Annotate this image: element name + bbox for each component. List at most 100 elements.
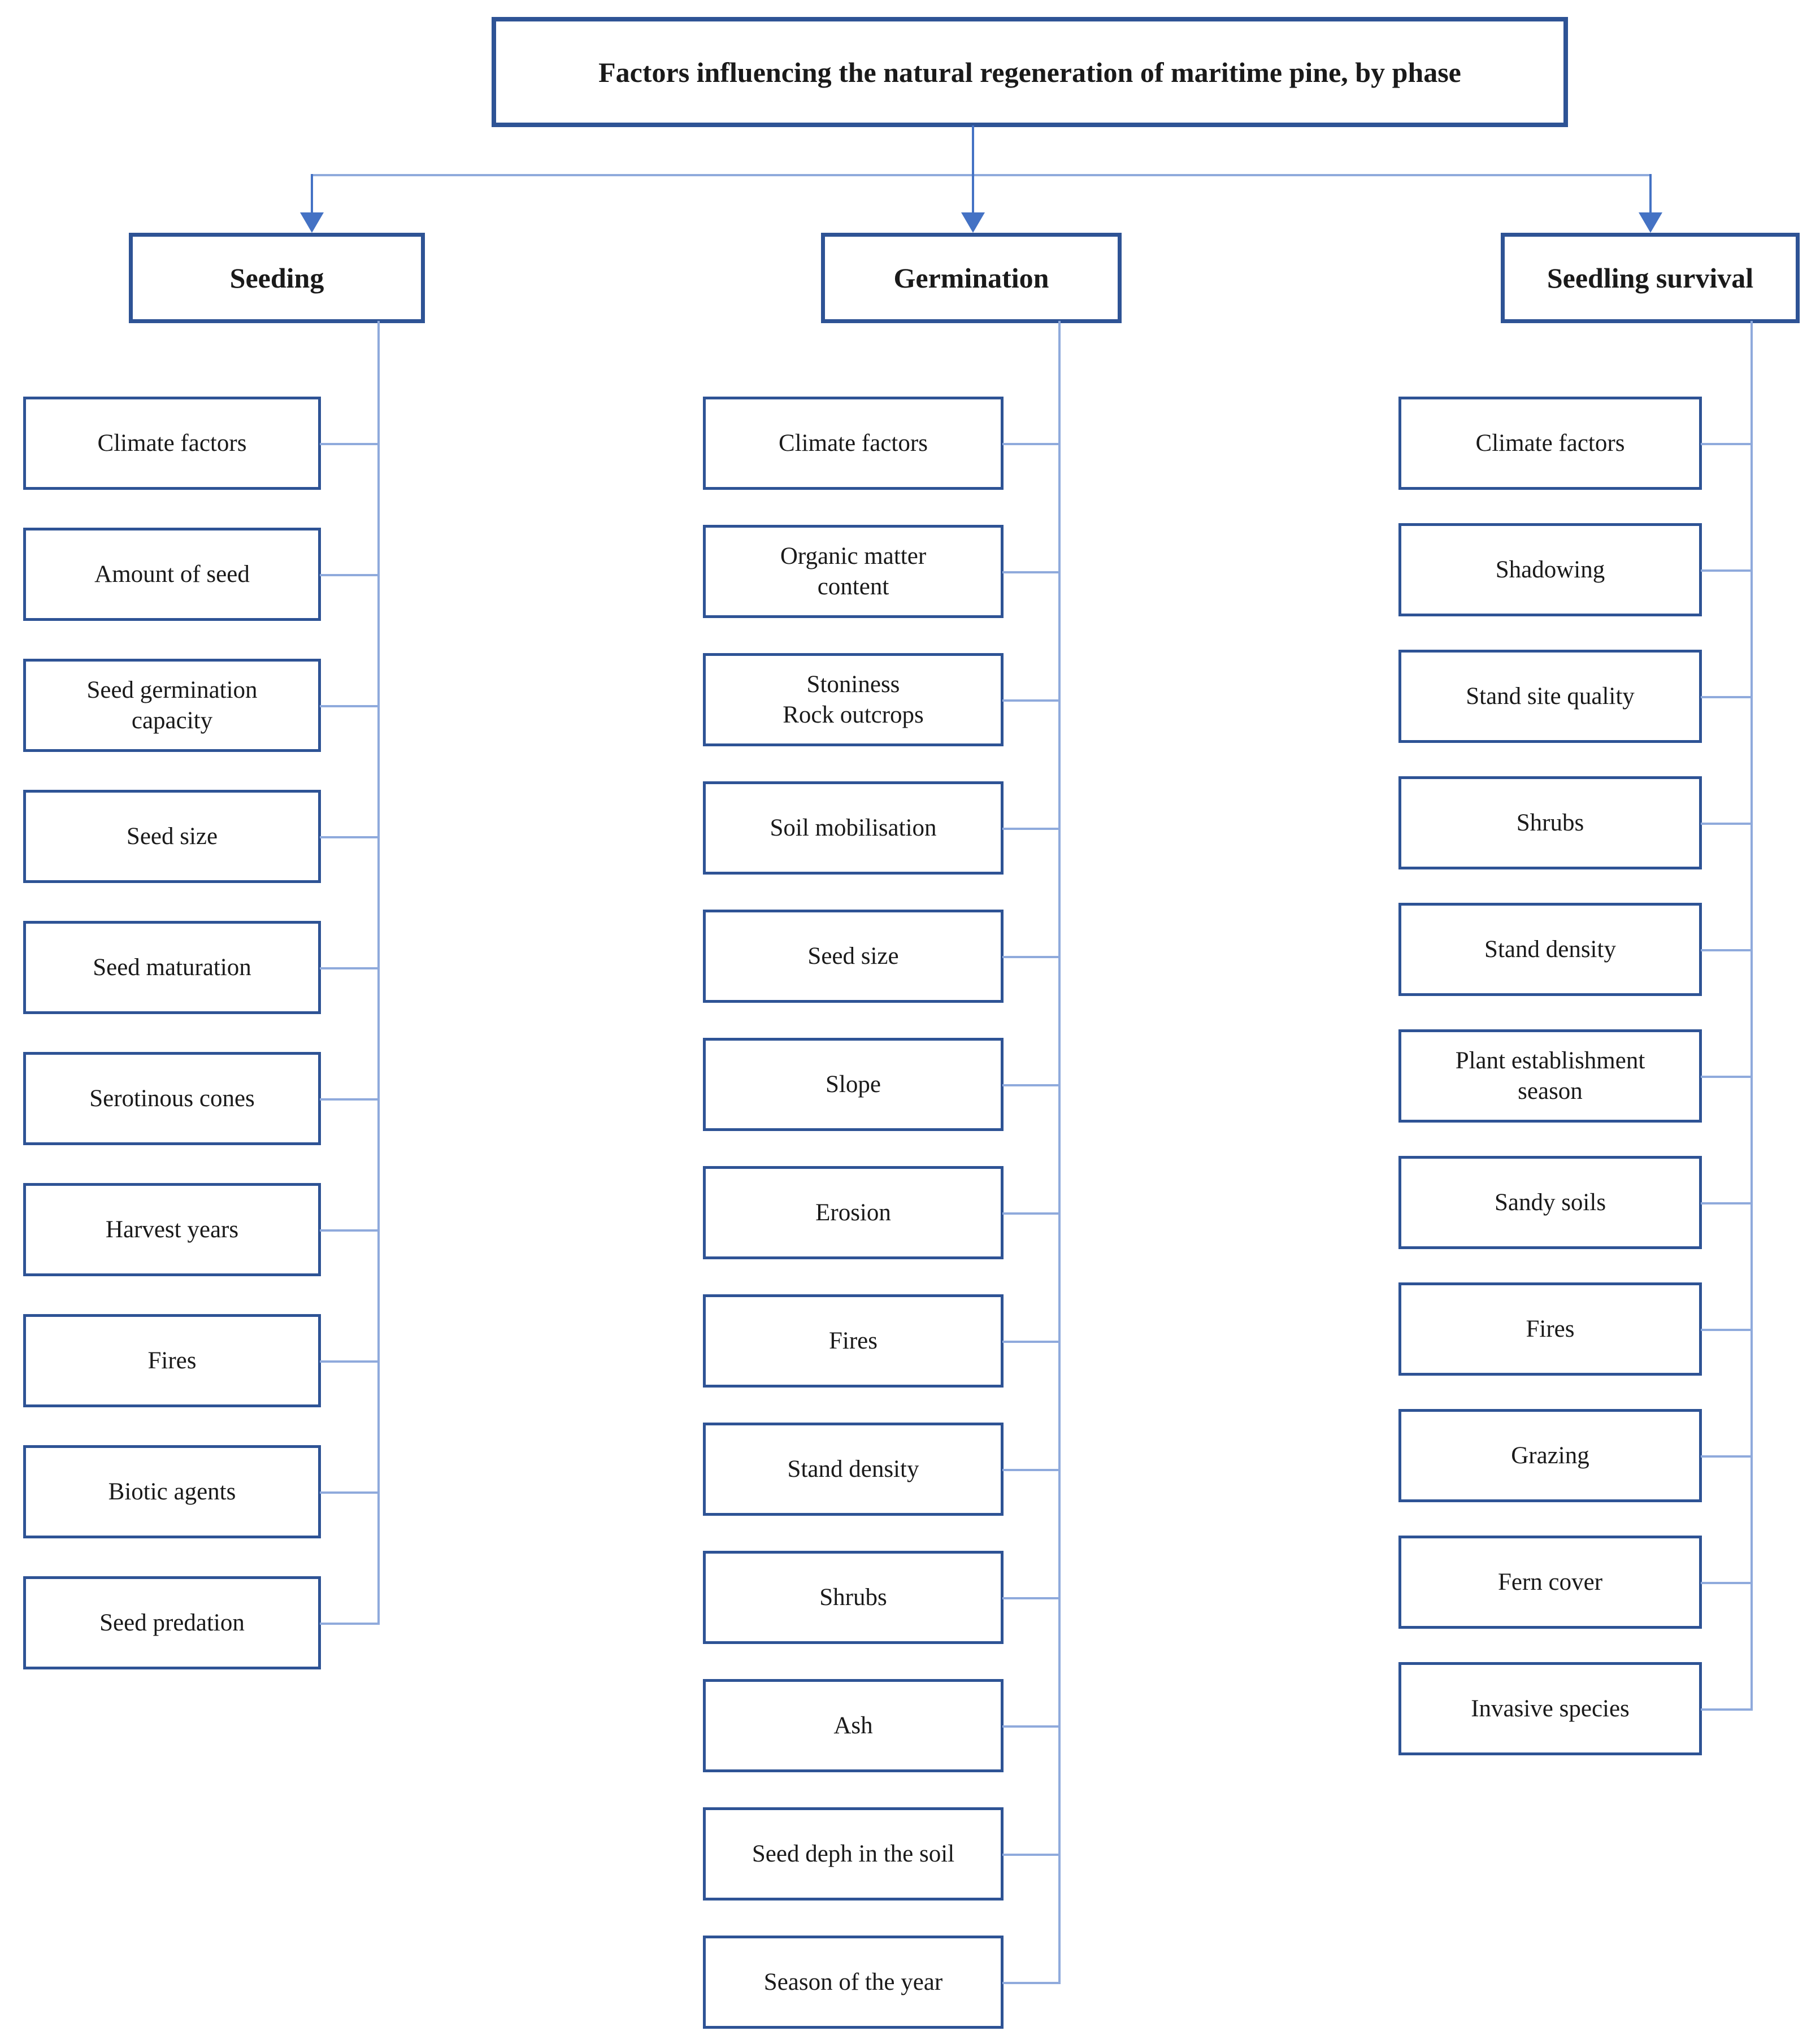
column-spine bbox=[1058, 321, 1061, 1984]
phase-header-germination-label: Germination bbox=[893, 262, 1049, 294]
factor-invasive-species-label: Invasive species bbox=[1471, 1695, 1630, 1722]
connector-stub bbox=[1002, 571, 1061, 573]
factor-sandy-soils: Sandy soils bbox=[1398, 1156, 1702, 1249]
connector-stub bbox=[320, 836, 380, 838]
factor-seed-size-label: Seed size bbox=[807, 942, 899, 969]
factor-invasive-species: Invasive species bbox=[1398, 1662, 1702, 1755]
factor-seed-predation: Seed predation bbox=[23, 1576, 321, 1669]
connector-stub bbox=[1701, 1329, 1753, 1331]
phase-header-seeding-label: Seeding bbox=[229, 262, 324, 294]
factor-seed-size: Seed size bbox=[23, 790, 321, 883]
connector-stub bbox=[1002, 1597, 1061, 1599]
connector-stub bbox=[1701, 1076, 1753, 1078]
connector-stub bbox=[1002, 1982, 1061, 1984]
connector-stub bbox=[1002, 1469, 1061, 1471]
factor-serotinous-cones: Serotinous cones bbox=[23, 1052, 321, 1145]
factor-stand-density-label: Stand density bbox=[1484, 936, 1616, 963]
title-connector-vertical bbox=[972, 125, 974, 176]
factor-climate-factors-label: Climate factors bbox=[779, 429, 928, 456]
factor-plant-establishment-season-label: Plant establishment season bbox=[1455, 1047, 1645, 1104]
connector-stub bbox=[1002, 1725, 1061, 1728]
phase-header-seedling-survival: Seedling survival bbox=[1501, 233, 1800, 323]
factor-seed-germination-capacity-label: Seed germination capacity bbox=[86, 676, 258, 734]
factor-shrubs-label: Shrubs bbox=[819, 1584, 887, 1611]
factor-shadowing: Shadowing bbox=[1398, 523, 1702, 616]
factor-biotic-agents: Biotic agents bbox=[23, 1445, 321, 1538]
connector-stub bbox=[320, 1360, 380, 1363]
factor-ash-label: Ash bbox=[833, 1712, 873, 1739]
factor-seed-maturation-label: Seed maturation bbox=[93, 954, 251, 981]
factor-fires: Fires bbox=[1398, 1282, 1702, 1376]
factor-harvest-years: Harvest years bbox=[23, 1183, 321, 1276]
factor-soil-mobilisation-label: Soil mobilisation bbox=[770, 814, 937, 841]
connector-stub bbox=[1002, 1084, 1061, 1086]
connector-stub bbox=[320, 1491, 380, 1494]
connector-stub bbox=[1701, 1202, 1753, 1204]
factor-climate-factors-label: Climate factors bbox=[1475, 429, 1625, 456]
factor-slope-label: Slope bbox=[826, 1071, 881, 1098]
factor-erosion: Erosion bbox=[703, 1166, 1004, 1259]
connector-stub bbox=[1701, 823, 1753, 825]
connector-stub bbox=[1002, 1212, 1061, 1215]
connector-stub bbox=[1002, 956, 1061, 958]
factor-fires-label: Fires bbox=[1526, 1315, 1575, 1342]
arrow-down-icon bbox=[300, 212, 324, 233]
factor-stoniness-rock-outcrops: Stoniness Rock outcrops bbox=[703, 653, 1004, 746]
phase-header-seedling-survival-label: Seedling survival bbox=[1547, 262, 1754, 294]
factor-shrubs-label: Shrubs bbox=[1516, 809, 1584, 836]
title-box: Factors influencing the natural regenera… bbox=[492, 17, 1568, 127]
factor-stand-site-quality: Stand site quality bbox=[1398, 650, 1702, 743]
factor-shrubs: Shrubs bbox=[703, 1551, 1004, 1644]
column-spine bbox=[1750, 321, 1753, 1711]
factor-seed-size: Seed size bbox=[703, 910, 1004, 1003]
factor-erosion-label: Erosion bbox=[815, 1199, 891, 1226]
connector-stub bbox=[1701, 949, 1753, 951]
factor-organic-matter-content: Organic matter content bbox=[703, 525, 1004, 618]
connector-stub bbox=[320, 1098, 380, 1101]
connector-stub bbox=[320, 1623, 380, 1625]
connector-stub bbox=[1002, 1341, 1061, 1343]
connector-stub bbox=[1002, 699, 1061, 702]
factor-grazing-label: Grazing bbox=[1511, 1442, 1589, 1469]
factor-stand-density: Stand density bbox=[1398, 903, 1702, 996]
factor-fires: Fires bbox=[23, 1314, 321, 1407]
arrow-down-icon bbox=[1639, 212, 1662, 233]
factor-climate-factors-label: Climate factors bbox=[97, 429, 247, 456]
connector-stub bbox=[1701, 443, 1753, 445]
connector-stub bbox=[320, 574, 380, 576]
connector-stub bbox=[1701, 696, 1753, 698]
factor-amount-of-seed-label: Amount of seed bbox=[94, 560, 250, 588]
column-spine bbox=[377, 321, 380, 1625]
factor-fires: Fires bbox=[703, 1294, 1004, 1388]
page-title: Factors influencing the natural regenera… bbox=[598, 56, 1461, 88]
factor-grazing: Grazing bbox=[1398, 1409, 1702, 1502]
connector-stub bbox=[320, 705, 380, 707]
factor-slope: Slope bbox=[703, 1038, 1004, 1131]
factor-stand-density: Stand density bbox=[703, 1423, 1004, 1516]
connector-stub bbox=[1701, 1582, 1753, 1584]
factor-organic-matter-content-label: Organic matter content bbox=[780, 542, 927, 600]
connector-stub bbox=[1701, 1455, 1753, 1458]
factor-fires-label: Fires bbox=[829, 1327, 878, 1354]
factor-season-of-the-year-label: Season of the year bbox=[763, 1968, 943, 1995]
arrow-drop-line bbox=[311, 174, 313, 214]
connector-stub bbox=[320, 1229, 380, 1232]
phase-header-seeding: Seeding bbox=[129, 233, 425, 323]
factor-soil-mobilisation: Soil mobilisation bbox=[703, 781, 1004, 875]
connector-stub bbox=[320, 443, 380, 445]
factor-biotic-agents-label: Biotic agents bbox=[108, 1478, 236, 1505]
factor-climate-factors: Climate factors bbox=[1398, 397, 1702, 490]
factor-sandy-soils-label: Sandy soils bbox=[1494, 1189, 1606, 1216]
factor-season-of-the-year: Season of the year bbox=[703, 1936, 1004, 2029]
factor-fern-cover: Fern cover bbox=[1398, 1536, 1702, 1629]
arrow-drop-line bbox=[972, 174, 974, 214]
connector-stub bbox=[1002, 1854, 1061, 1856]
factor-fires-label: Fires bbox=[147, 1347, 197, 1374]
arrow-drop-line bbox=[1649, 174, 1652, 214]
factor-harvest-years-label: Harvest years bbox=[105, 1216, 239, 1243]
factor-seed-maturation: Seed maturation bbox=[23, 921, 321, 1014]
factor-stand-site-quality-label: Stand site quality bbox=[1466, 682, 1635, 710]
factor-seed-germination-capacity: Seed germination capacity bbox=[23, 659, 321, 752]
factor-fern-cover-label: Fern cover bbox=[1497, 1568, 1603, 1595]
